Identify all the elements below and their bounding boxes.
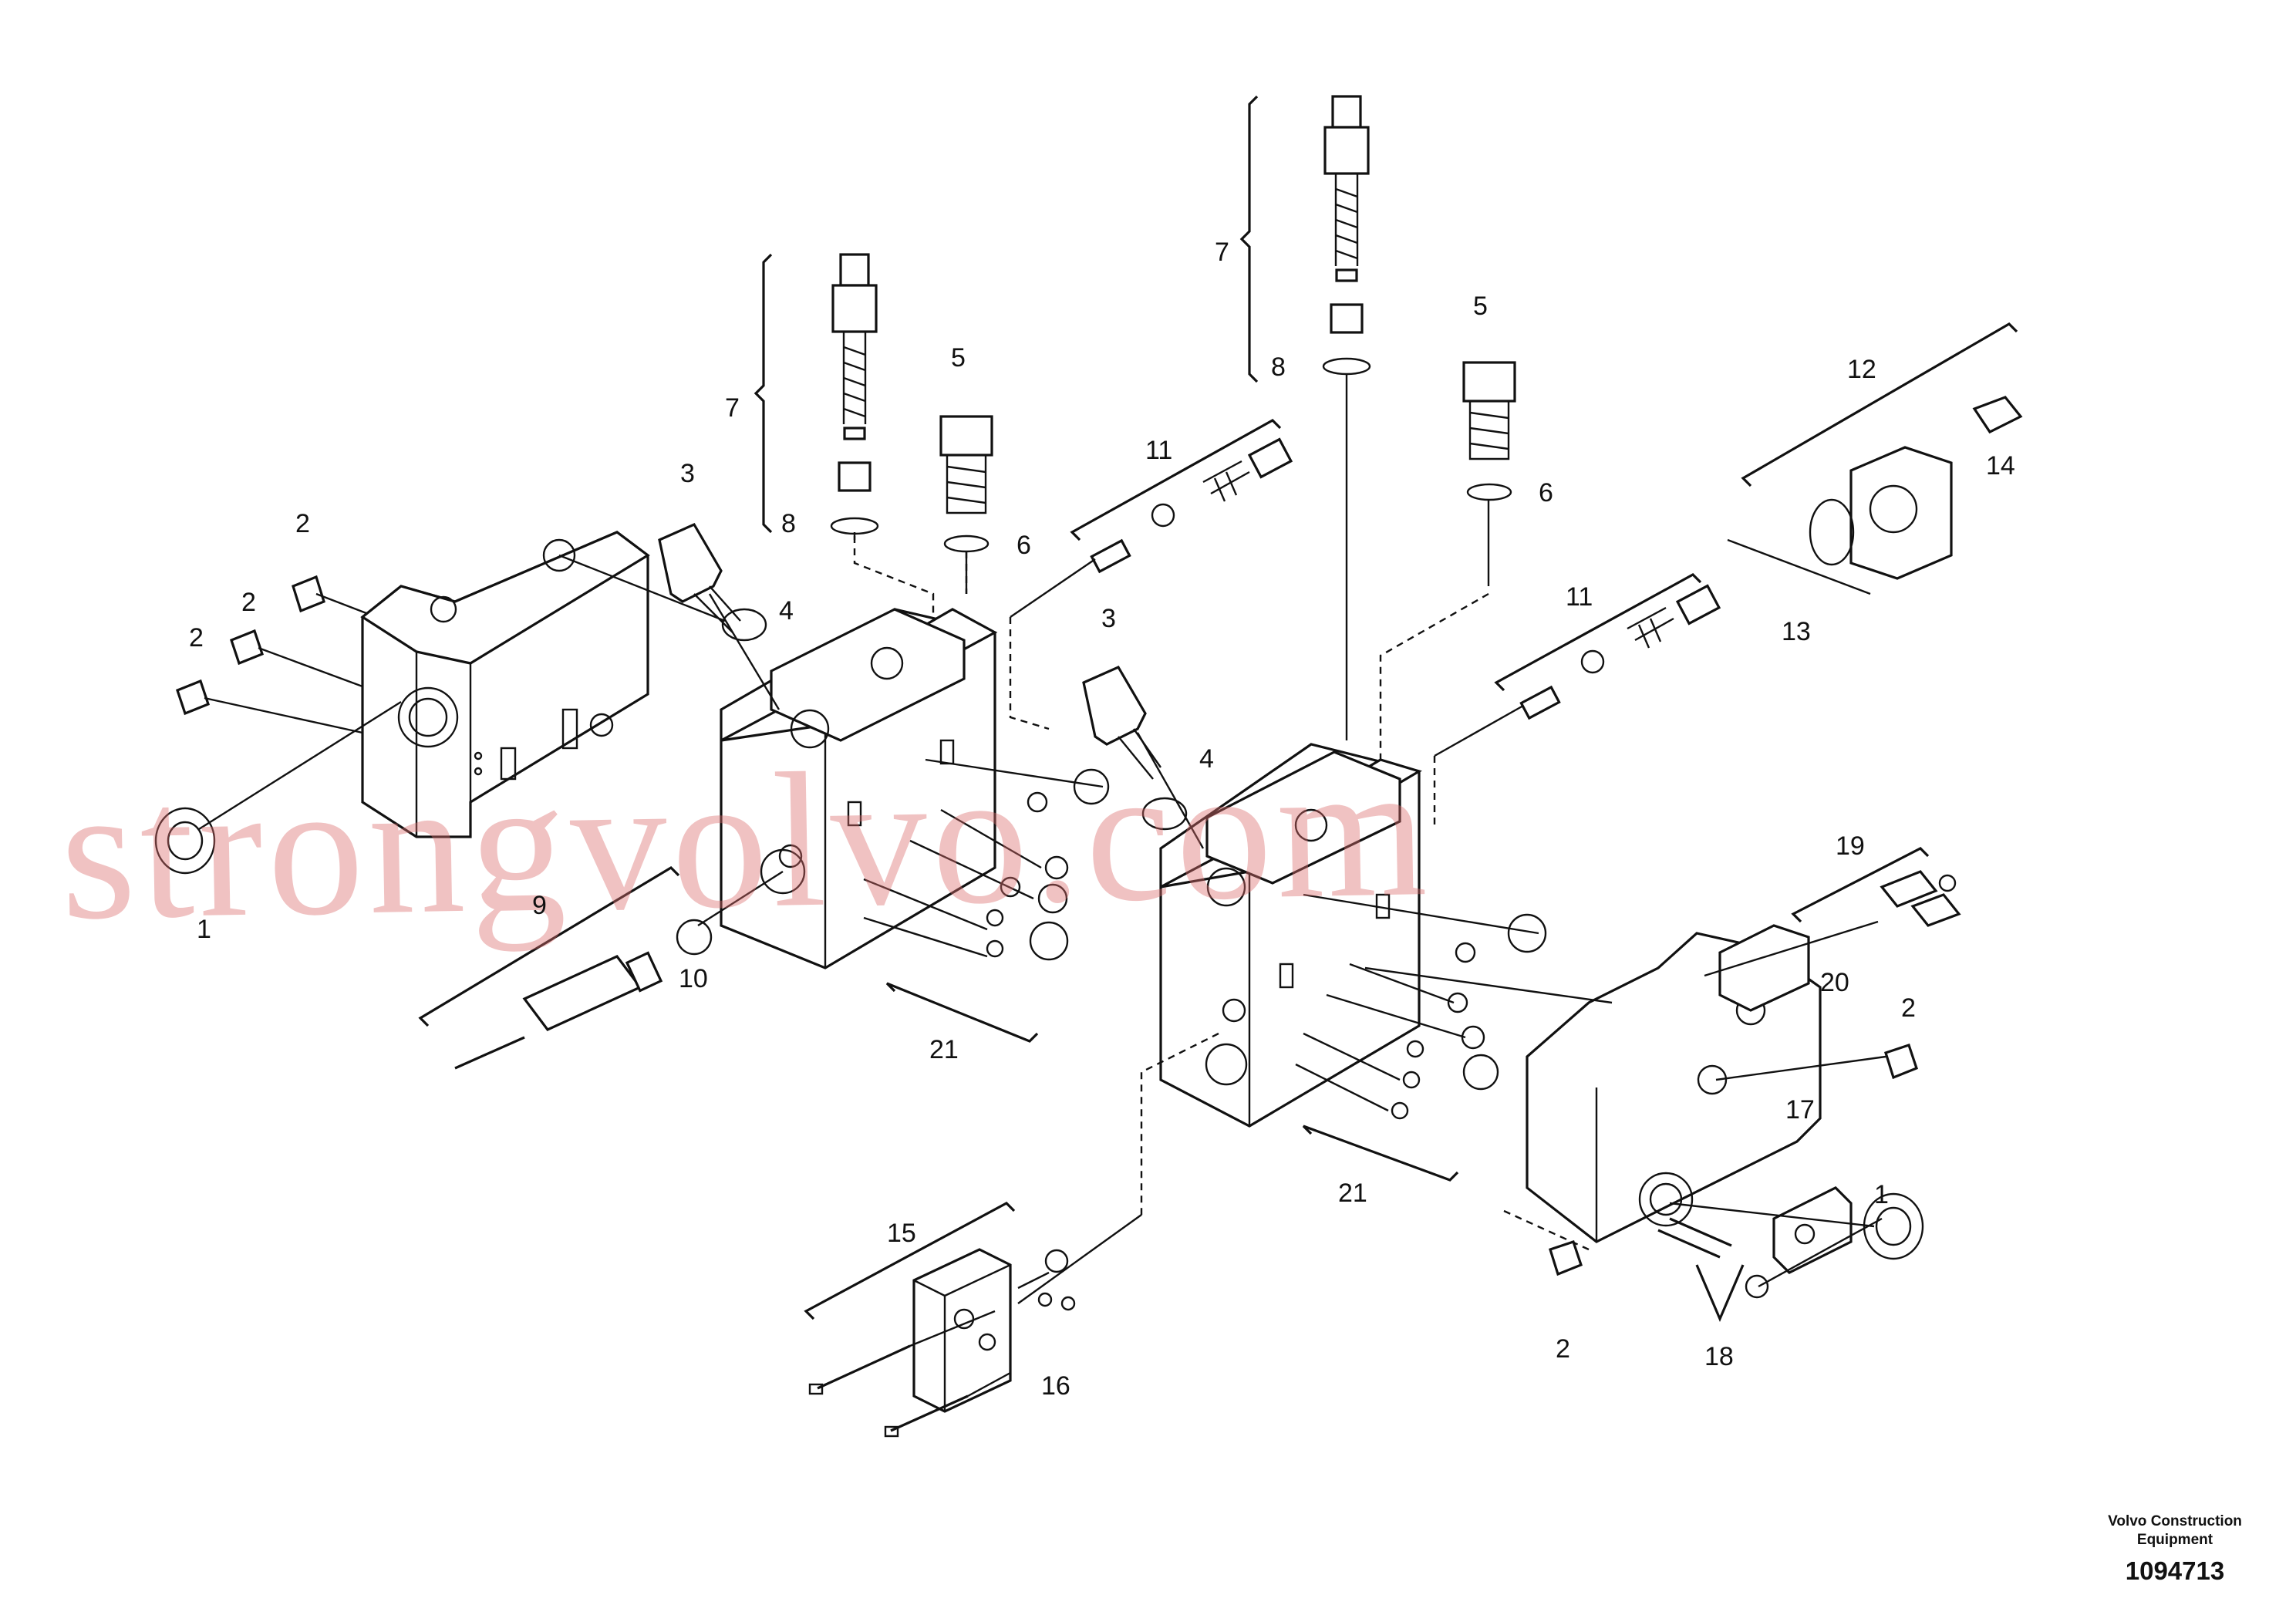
callout-6: 6 <box>1539 478 1553 508</box>
callout-1: 1 <box>197 915 211 944</box>
callout-11: 11 <box>1145 436 1172 465</box>
plug-part-5-left <box>939 415 993 553</box>
dashed-lines <box>853 536 1590 1251</box>
callout-4: 4 <box>779 596 794 626</box>
callout-21: 21 <box>929 1035 959 1064</box>
cover-part-12 <box>1809 396 2023 580</box>
callout-2: 2 <box>295 509 310 538</box>
check-valve-part-3-left <box>658 522 767 642</box>
brand-line-2: Equipment <box>2137 1532 2213 1548</box>
relief-valve-part-7-left <box>830 253 879 535</box>
valve-section-1 <box>720 608 998 969</box>
callout-2: 2 <box>1901 993 1916 1023</box>
callout-16: 16 <box>1041 1371 1070 1401</box>
callout-7: 7 <box>1215 238 1229 267</box>
callout-3: 3 <box>680 459 695 488</box>
callout-2: 2 <box>1556 1334 1570 1364</box>
callout-labels: 1 1 2 2 2 2 2 3 3 4 4 5 5 6 6 7 7 8 8 9 … <box>189 238 2015 1401</box>
callout-11: 11 <box>1566 582 1593 612</box>
callout-9: 9 <box>532 891 547 920</box>
callout-5: 5 <box>1473 292 1488 321</box>
plug-part-5-right <box>1462 361 1516 501</box>
callout-1: 1 <box>1874 1180 1889 1209</box>
bolts <box>154 575 1924 1299</box>
drawing-number: 1094713 <box>2126 1556 2224 1585</box>
callout-4: 4 <box>1199 744 1214 774</box>
callout-18: 18 <box>1704 1342 1734 1371</box>
callout-2: 2 <box>189 623 204 653</box>
spool-part-11-upper <box>1090 437 1293 574</box>
group-brackets <box>418 95 2018 1323</box>
callout-20: 20 <box>1820 968 1849 997</box>
valve-section-2 <box>1159 743 1422 1128</box>
watermark: strongvolvo.com <box>59 723 1433 960</box>
callout-21: 21 <box>1338 1179 1367 1208</box>
callout-6: 6 <box>1017 531 1031 560</box>
callout-5: 5 <box>951 343 966 373</box>
callout-8: 8 <box>1271 352 1286 382</box>
callout-2: 2 <box>241 588 256 617</box>
relief-valve-part-7-right <box>1322 95 1371 376</box>
spool-part-11-lower <box>1519 584 1721 720</box>
end-section-left <box>360 531 650 838</box>
callout-10: 10 <box>679 964 708 993</box>
brand-line-1: Volvo Construction <box>2108 1513 2242 1529</box>
callout-14: 14 <box>1986 451 2015 481</box>
leader-lines <box>198 374 2021 1398</box>
callout-12: 12 <box>1847 355 1876 384</box>
solenoid-part-9 <box>454 919 713 1070</box>
callout-3: 3 <box>1101 604 1116 633</box>
fitting-part-19-20 <box>1880 870 1961 927</box>
block-part-15 <box>808 1248 1012 1438</box>
callout-15: 15 <box>887 1219 916 1248</box>
callout-19: 19 <box>1836 831 1865 861</box>
callout-7: 7 <box>725 393 740 423</box>
callout-8: 8 <box>781 509 796 538</box>
callout-17: 17 <box>1785 1095 1815 1125</box>
end-section-right <box>1526 924 1853 1274</box>
callout-13: 13 <box>1782 617 1811 646</box>
